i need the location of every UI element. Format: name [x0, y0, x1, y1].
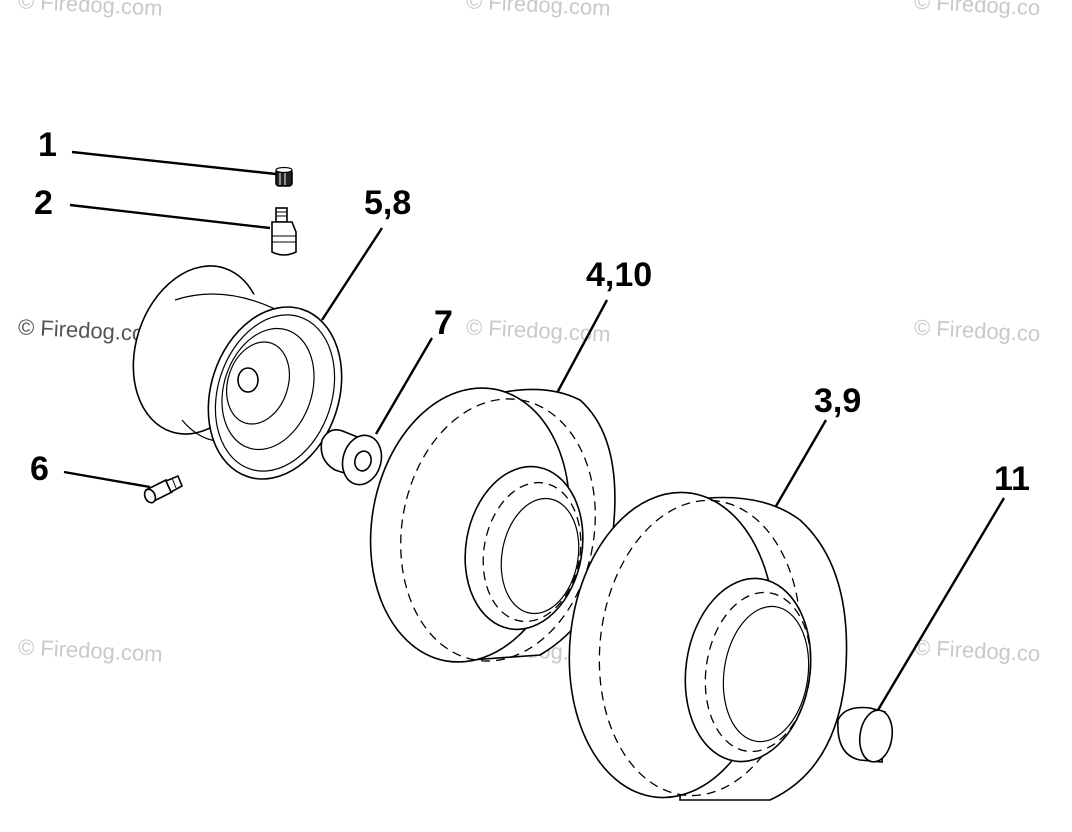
leader-line-6 — [63, 470, 151, 489]
callout-4-10: 4,10 — [586, 256, 653, 294]
valve-stem-part — [271, 207, 297, 256]
leader-line-11 — [876, 497, 1006, 711]
leader-line-1 — [71, 150, 277, 176]
callout-2: 2 — [34, 184, 53, 222]
callout-3-9: 3,9 — [814, 382, 862, 420]
leader-line-4-10 — [555, 299, 609, 394]
leader-line-5-8 — [320, 227, 384, 321]
front-tire-part — [369, 387, 616, 663]
flange-bushing-part — [320, 429, 383, 486]
valve-cap-part — [275, 166, 293, 187]
callout-1: 1 — [38, 126, 57, 164]
callout-6: 6 — [30, 450, 49, 488]
leader-line-3-9 — [770, 419, 828, 514]
leader-line-2 — [69, 203, 271, 230]
callout-11: 11 — [994, 460, 1030, 498]
grease-fitting-part — [143, 474, 184, 504]
hub-cap-part — [837, 706, 894, 763]
rim-part — [132, 265, 343, 480]
callout-7: 7 — [434, 304, 453, 342]
callout-5-8: 5,8 — [364, 184, 412, 222]
leader-line-7 — [374, 337, 434, 435]
rear-tire-part — [568, 491, 848, 801]
